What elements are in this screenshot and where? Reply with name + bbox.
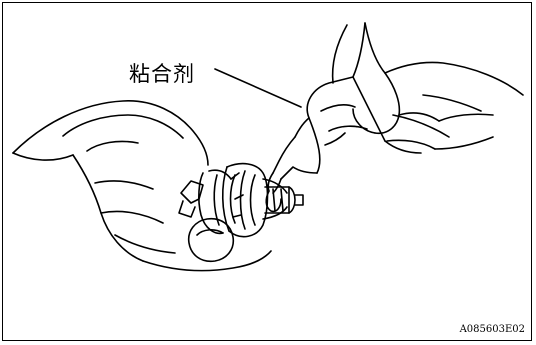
callout-leader-line <box>214 68 302 108</box>
diagram-frame: 粘合剂 A085603E02 <box>2 2 532 341</box>
adhesive-tube-icon <box>265 76 386 213</box>
adhesive-callout-label: 粘合剂 <box>129 62 195 86</box>
left-hand-icon <box>12 100 272 272</box>
right-hand-icon <box>324 22 524 154</box>
figure-code: A085603E02 <box>459 324 525 335</box>
illustration <box>12 22 524 272</box>
